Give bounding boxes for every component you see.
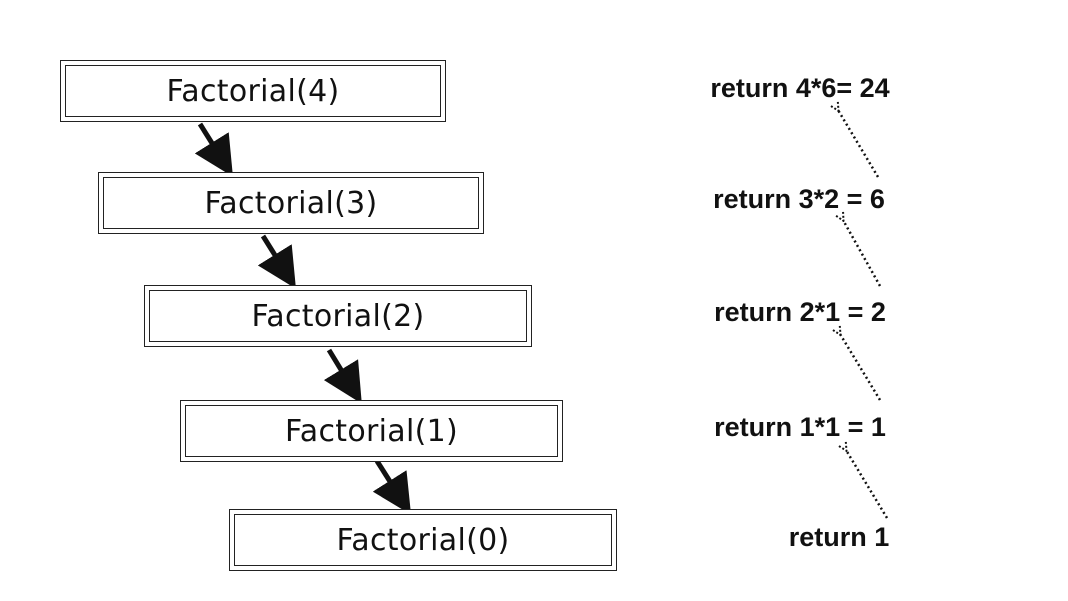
- call-box-factorial-0: Factorial(0): [229, 509, 617, 571]
- call-arrow-4-to-3: [194, 122, 233, 177]
- return-label-4: return 4*6= 24: [710, 73, 890, 103]
- call-arrow-3-to-2: [257, 234, 296, 289]
- call-box-factorial-1: Factorial(1): [180, 400, 563, 462]
- call-label: Factorial(1): [285, 413, 458, 449]
- return-label-0: return 1: [788, 522, 890, 552]
- return-label-2: return 2*1 = 2: [714, 297, 886, 327]
- return-label-1: return 1*1 = 1: [714, 412, 886, 442]
- return-arrow-3-to-4: [838, 110, 880, 178]
- call-label: Factorial(0): [336, 522, 510, 558]
- return-label-3: return 3*2 = 6: [713, 184, 885, 214]
- call-label: Factorial(2): [251, 298, 425, 334]
- call-arrow-2-to-1: [323, 348, 362, 404]
- call-arrow-1-to-0: [372, 459, 412, 515]
- return-arrow-0-to-1: [846, 450, 889, 519]
- return-arrow-2-to-3: [843, 220, 882, 287]
- call-label: Factorial(4): [166, 73, 340, 109]
- call-box-factorial-3: Factorial(3): [98, 172, 484, 234]
- call-box-factorial-4: Factorial(4): [60, 60, 446, 122]
- call-label: Factorial(3): [204, 185, 378, 221]
- return-arrow-1-to-2: [840, 334, 882, 401]
- call-box-factorial-2: Factorial(2): [144, 285, 532, 347]
